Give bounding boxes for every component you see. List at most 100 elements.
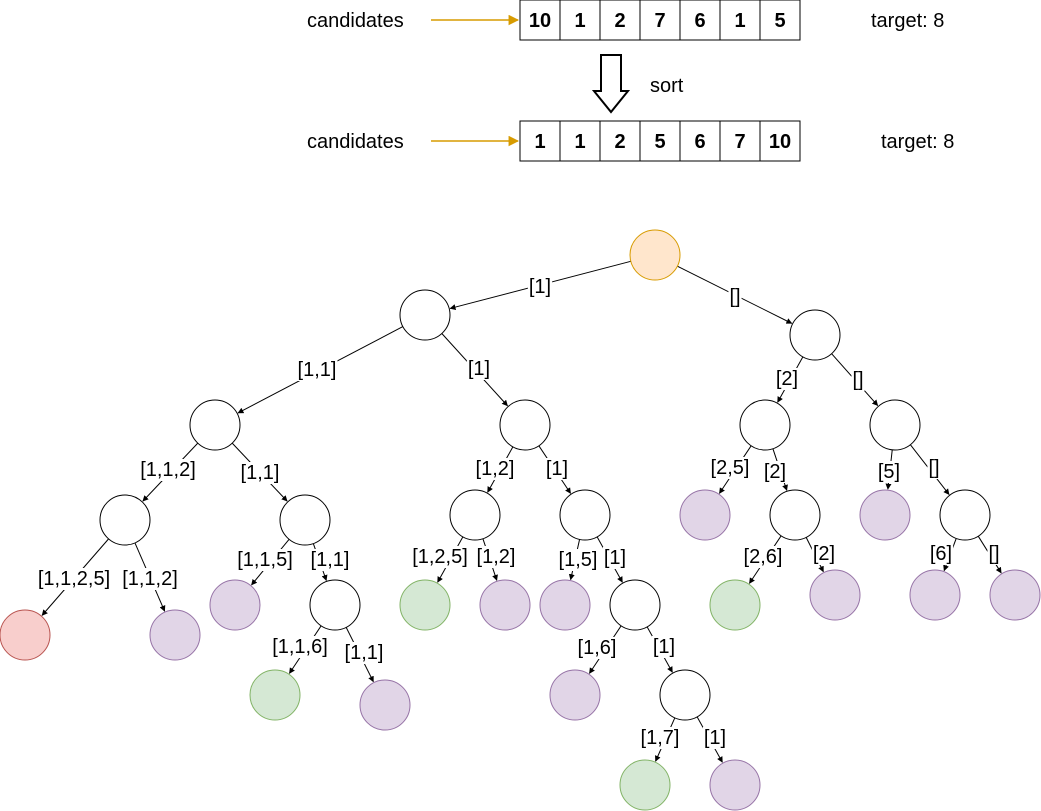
- edge-label: [1]: [604, 547, 626, 569]
- bottom-array-value: 10: [769, 131, 791, 153]
- tree-node: [659, 669, 711, 721]
- edge-label-background: [742, 546, 784, 568]
- solution-leaf-node: [249, 669, 301, 721]
- bottom-array-value: 2: [614, 131, 625, 153]
- tree-node: [399, 289, 451, 341]
- edge-label-background: [651, 636, 677, 658]
- bottom-array-value: 1: [574, 131, 585, 153]
- tree-node: [939, 489, 991, 541]
- sort-down-arrow-icon: [591, 54, 631, 114]
- bottom-array-cell: [719, 120, 761, 162]
- edge-label-background: [762, 461, 788, 483]
- edge-label-background: [639, 727, 681, 749]
- edge-label-background: [928, 543, 954, 565]
- edge-label-background: [139, 459, 197, 481]
- edge-label: [1,2,5]: [412, 546, 468, 568]
- edge-label: [1,1]: [345, 642, 384, 664]
- tree-node: [99, 494, 151, 546]
- tree-node: [449, 489, 501, 541]
- edge-label-background: [236, 549, 294, 571]
- pruned-leaf-node: [539, 579, 591, 631]
- edge-label: []: [928, 457, 939, 479]
- top-array-value: 5: [774, 10, 785, 32]
- edge-label: [2]: [813, 543, 835, 565]
- solution-leaf-node: [399, 579, 451, 631]
- edge-label: [1,1]: [298, 359, 337, 381]
- top-array-value: 10: [529, 10, 551, 32]
- candidates-label-bottom: candidates: [307, 131, 404, 153]
- pruned-leaf-node: [549, 669, 601, 721]
- edge-label: [2]: [764, 461, 786, 483]
- edge-label-background: [851, 369, 865, 391]
- tree-node: [609, 579, 661, 631]
- edge-label-background: [309, 549, 351, 571]
- solution-leaf-node: [709, 579, 761, 631]
- pruned-leaf-node: [209, 579, 261, 631]
- tree-node: [769, 489, 821, 541]
- edge-label: [5]: [878, 461, 900, 483]
- tree-node: [279, 494, 331, 546]
- edge-label-background: [121, 568, 179, 590]
- over-target-leaf-node: [0, 609, 51, 661]
- edge-label: [1]: [468, 358, 490, 380]
- bottom-array-cell: [679, 120, 721, 162]
- edge-label-background: [927, 457, 941, 479]
- edge-label: []: [729, 286, 740, 308]
- bottom-array-value: 6: [694, 131, 705, 153]
- edge-label: [1,2]: [477, 546, 516, 568]
- sort-step: sort: [591, 54, 684, 114]
- tree-nodes: [0, 229, 1041, 811]
- edge-label-background: [702, 727, 728, 749]
- edge-label: [1,6]: [578, 637, 617, 659]
- edge-label: [1,2]: [476, 458, 515, 480]
- tree-edge-labels: [1][][1,1][1][2][][1,1,2][1,1][1,2][1][2…: [36, 276, 1001, 749]
- root-node: [629, 229, 681, 281]
- edge-label-background: [474, 458, 516, 480]
- edge-label-background: [239, 462, 281, 484]
- edge-label-background: [475, 546, 517, 568]
- edge-label-background: [728, 286, 742, 308]
- tree-node: [869, 399, 921, 451]
- tree-edges: [41, 260, 1002, 763]
- edge-label-background: [343, 642, 385, 664]
- bottom-array-value: 1: [534, 131, 545, 153]
- edge-label-background: [36, 568, 112, 590]
- pruned-leaf-node: [859, 489, 911, 541]
- bottom-array-value: 5: [654, 131, 665, 153]
- edge-label: [1]: [653, 636, 675, 658]
- tree-node: [309, 579, 361, 631]
- edge-label-background: [544, 458, 570, 480]
- tree-node: [559, 489, 611, 541]
- top-array-value: 2: [614, 10, 625, 32]
- bottom-array-cell: [759, 120, 801, 162]
- pruned-leaf-node: [809, 569, 861, 621]
- tree-node: [789, 309, 841, 361]
- pruned-leaf-node: [909, 569, 961, 621]
- top-array-value: 6: [694, 10, 705, 32]
- candidates-label-top: candidates: [307, 10, 404, 32]
- top-array-cell: [759, 0, 801, 41]
- edge-label: [1]: [546, 458, 568, 480]
- edge-label: [2,5]: [711, 457, 750, 479]
- edge-label: [2]: [776, 368, 798, 390]
- edge-label-background: [557, 549, 599, 571]
- edge-label: [1,1,5]: [237, 549, 293, 571]
- edge-label-background: [811, 543, 837, 565]
- top-array-value: 1: [574, 10, 585, 32]
- pruned-leaf-node: [479, 579, 531, 631]
- edge-label-background: [411, 546, 469, 568]
- edge-label: [6]: [930, 543, 952, 565]
- edge-label: [1,1]: [241, 462, 280, 484]
- top-array-value: 1: [734, 10, 745, 32]
- bottom-array-cell: [639, 120, 681, 162]
- edge-label-background: [466, 358, 492, 380]
- tree-node: [189, 399, 241, 451]
- edge-label: [1,5]: [559, 549, 598, 571]
- edge-label: [2,6]: [744, 546, 783, 568]
- edge-label-background: [527, 276, 553, 298]
- solution-leaf-node: [619, 759, 671, 811]
